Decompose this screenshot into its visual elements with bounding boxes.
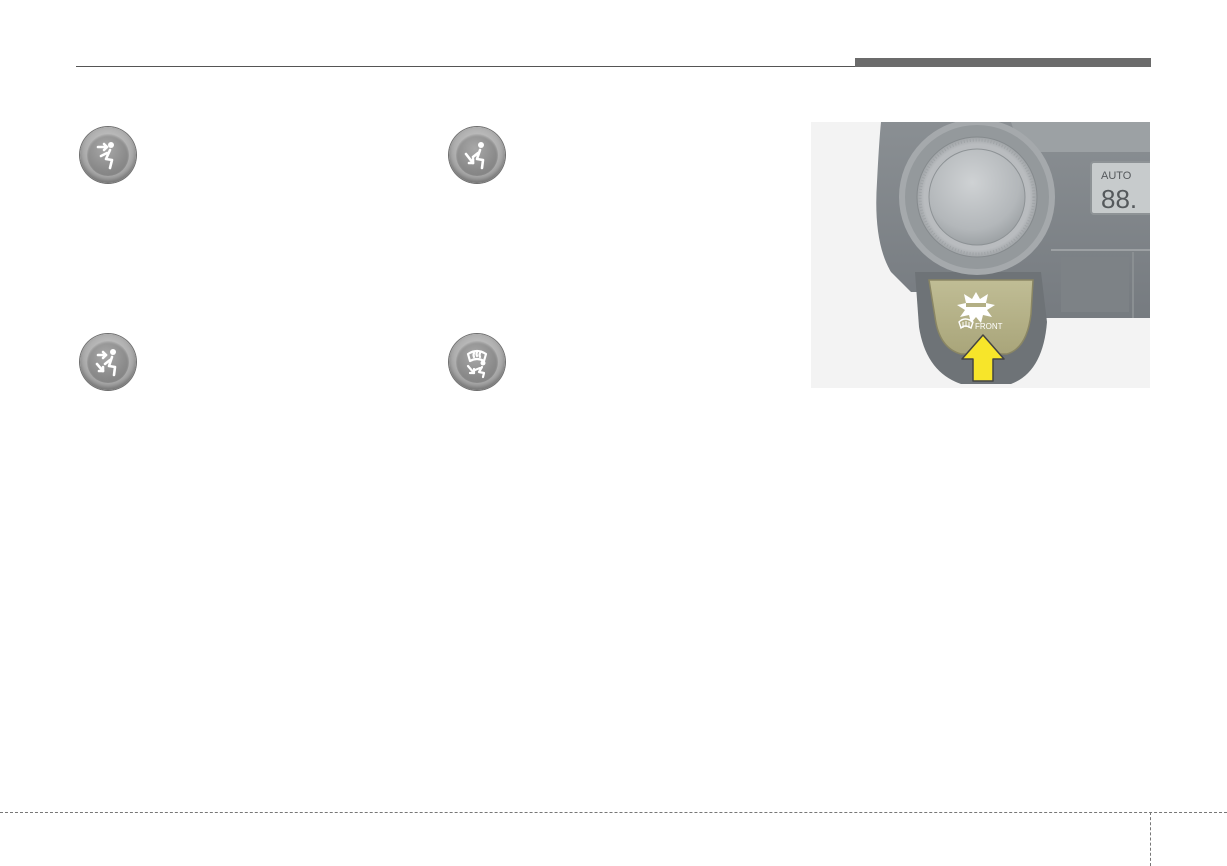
bi-level-vent-icon	[80, 334, 136, 390]
pointer-arrow-icon	[961, 334, 1005, 382]
display-mode-text: AUTO	[1101, 170, 1132, 182]
footer-dashed-divider	[1150, 812, 1151, 866]
front-defrost-icon: FRONT	[957, 292, 1003, 331]
header-rule	[76, 66, 1150, 67]
header-section-tab	[855, 58, 1151, 67]
floor-level-vent-icon	[449, 127, 505, 183]
front-button-label: FRONT	[975, 322, 1003, 331]
floor-defrost-vent-icon	[449, 334, 505, 390]
face-level-vent-icon	[80, 127, 136, 183]
climate-control-panel-photo: AUTO 88. FRONT	[811, 122, 1150, 388]
display-digits-text: 88.	[1101, 184, 1137, 214]
footer-dashed-rule	[0, 812, 1227, 813]
